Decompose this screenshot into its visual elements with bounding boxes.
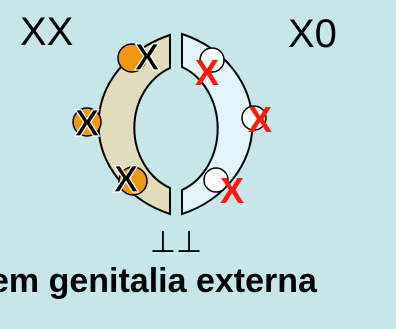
xx-label: XX	[20, 10, 73, 55]
red-x-mark: X	[220, 170, 244, 211]
black-x-mark: X	[113, 159, 139, 201]
red-x-mark: X	[248, 99, 272, 140]
x0-label: X0	[288, 12, 337, 57]
black-x-mark: X	[74, 103, 100, 145]
black-x-mark: X	[134, 37, 160, 79]
red-x-mark: X	[195, 52, 219, 93]
caption-text: em genitalia externa	[0, 262, 396, 301]
mirror-symbol: ⊥⊥	[150, 225, 202, 260]
